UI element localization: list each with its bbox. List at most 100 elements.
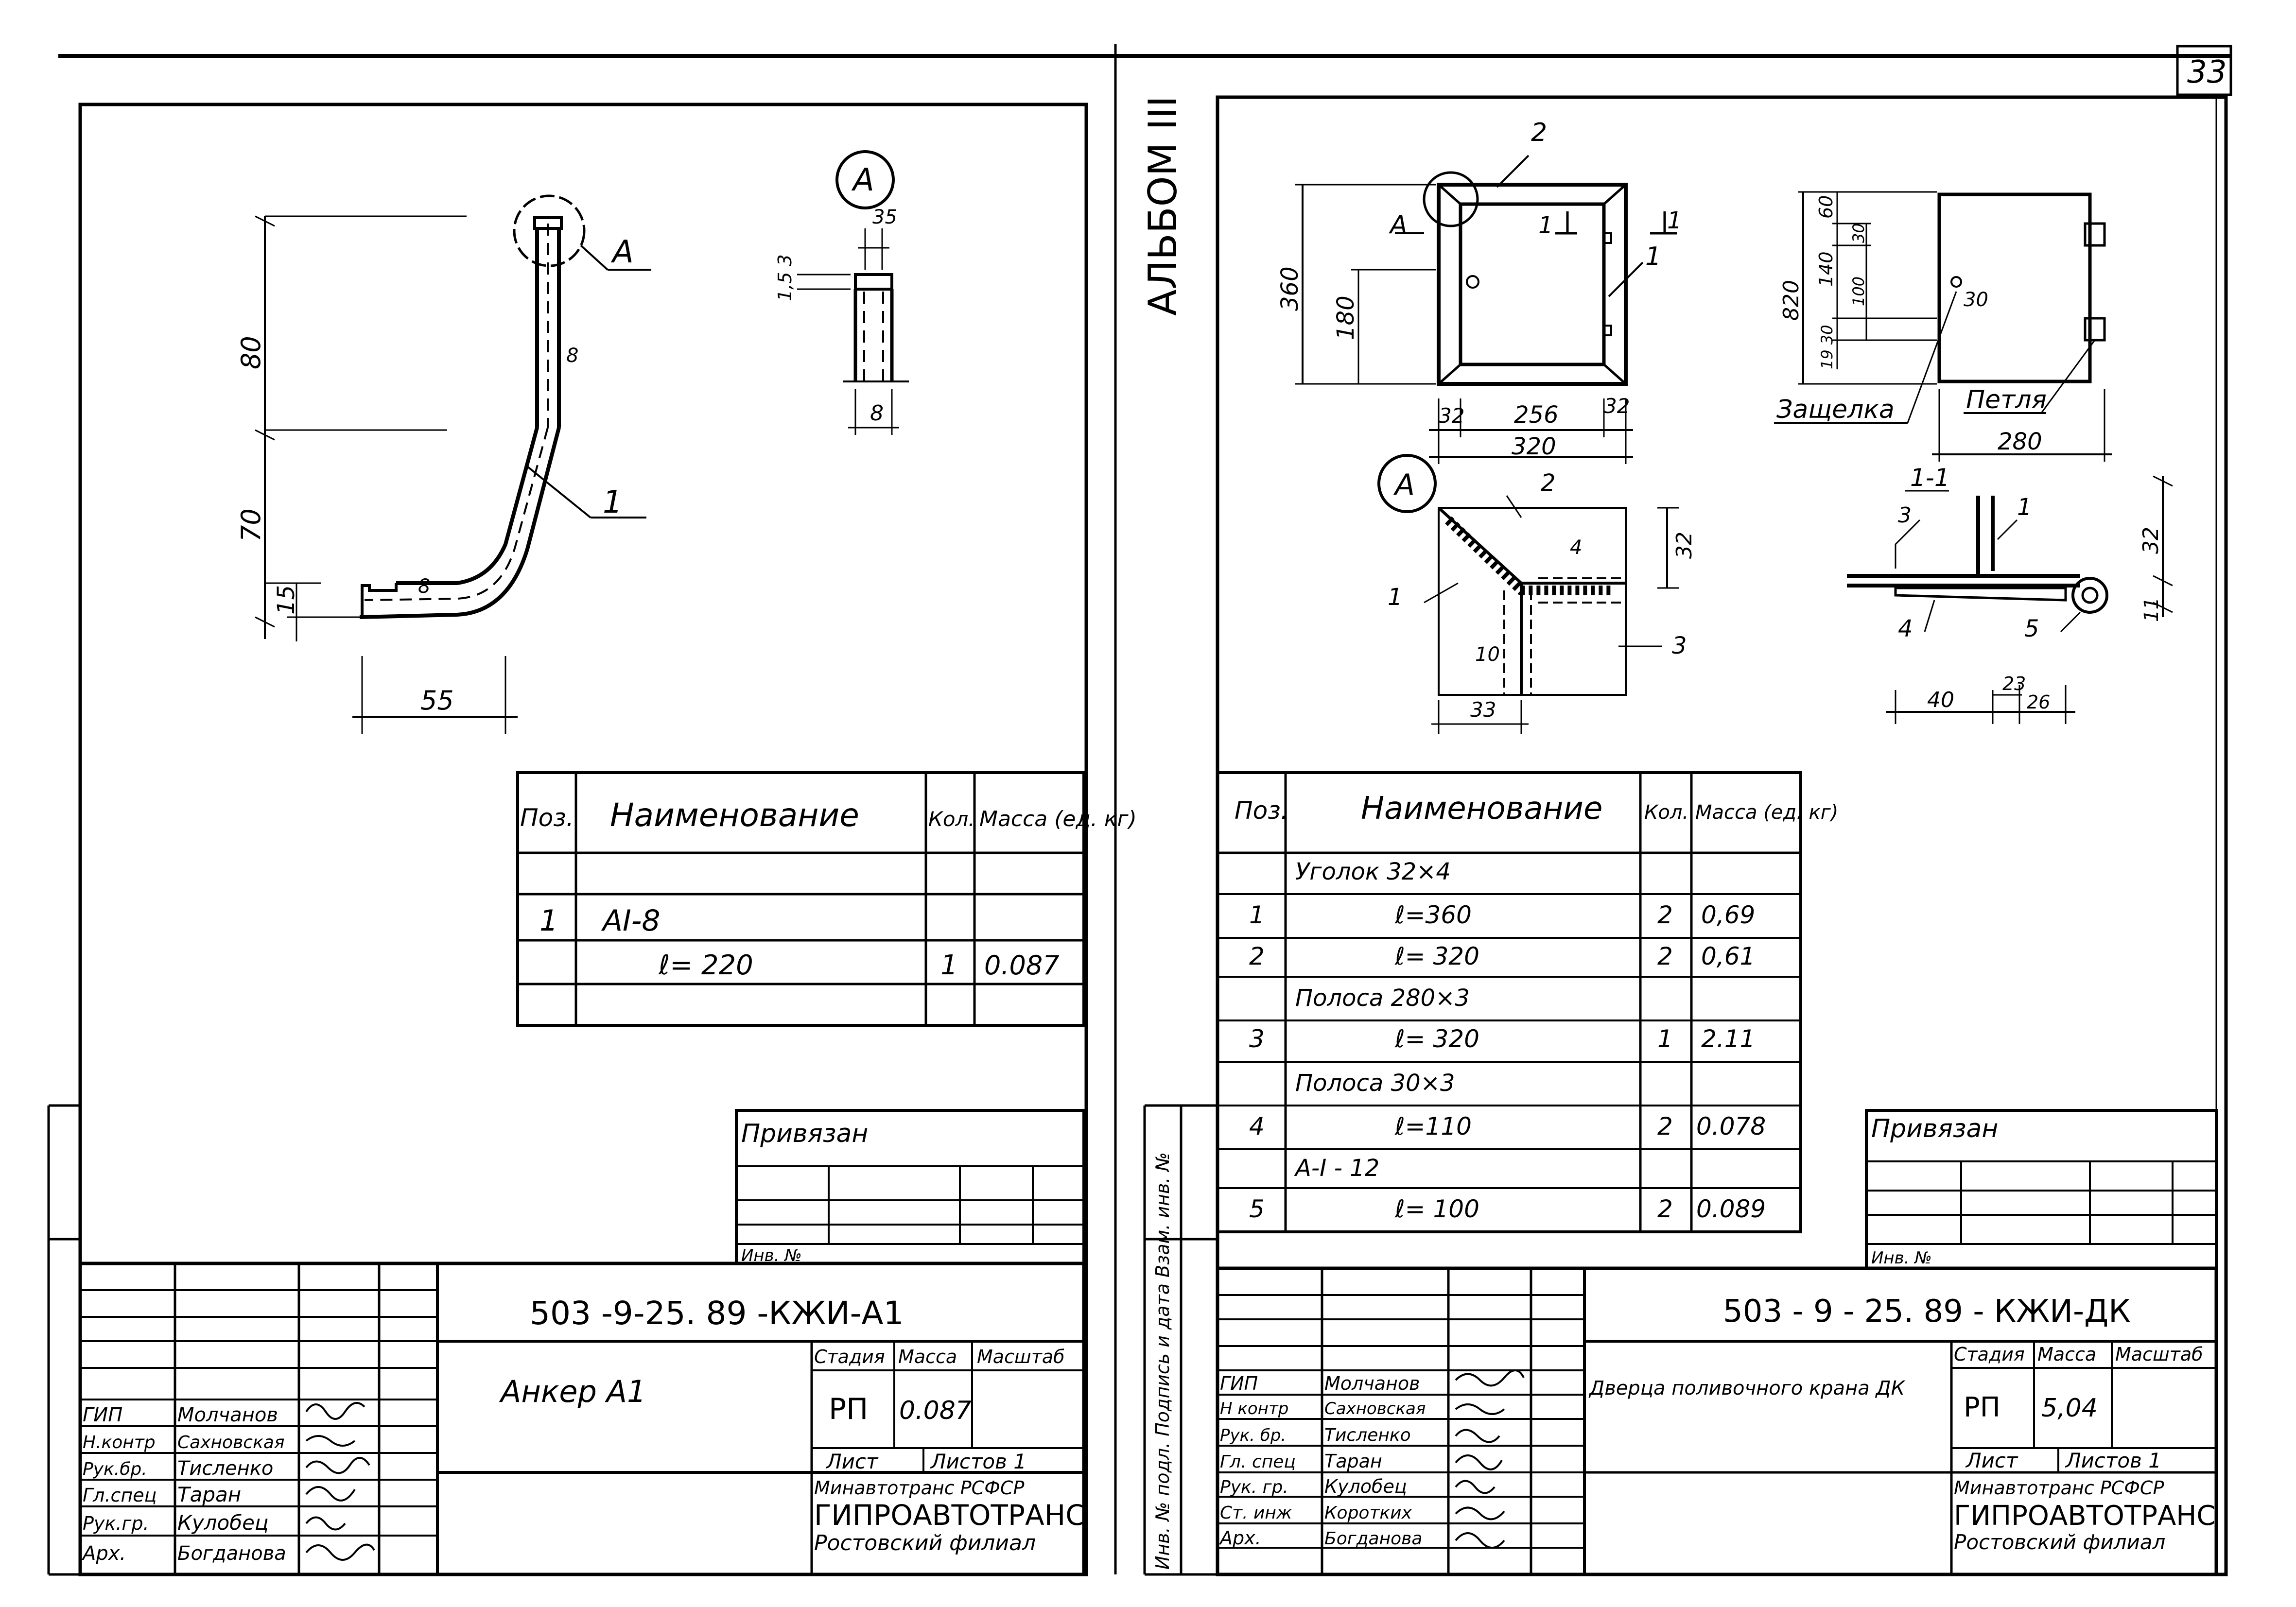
dim-30: 30 [1849,223,1868,243]
spec-header-name: Наименование [1361,791,1602,827]
left-title-block: 503 -9-25. 89 -КЖИ-А1 Анкер А1 Стадия Ма… [78,1261,1086,1576]
dim-100: 100 [1849,276,1868,306]
dim-33: 33 [1470,698,1496,722]
dim-30: 30 [1964,289,1988,311]
spec-row-pos: 4 [1249,1112,1265,1140]
detail-dim-153: 1,5 3 [774,254,796,301]
role-label: Гл. спец [1220,1452,1296,1472]
spec-row-name: Полоса 30×3 [1295,1070,1455,1097]
page-number: 33 [2187,54,2226,90]
spec-header-qty: Кол. [1644,801,1688,824]
spec-row-pos: 1 [1249,901,1265,929]
dim-40: 40 [1927,688,1954,712]
left-spec-table: Поз. Наименование Кол. Масса (ед. кг) 1 … [516,771,1137,1027]
spec-row-pos: 1 [539,904,558,938]
drawing-code: 503 -9-25. 89 -КЖИ-А1 [530,1295,904,1332]
role-label: Арх. [1218,1527,1261,1549]
right-privyazan-block: Привязан Инв. № [1865,1109,2218,1270]
spec-row-name: Полоса 280×3 [1295,985,1470,1012]
org-ministry: Минавтотранс РСФСР [1954,1477,2164,1499]
spec-header-mass: Масса (ед. кг) [1695,801,1838,824]
scale-header: Масштаб [977,1346,1065,1367]
dim-15: 15 [273,585,300,615]
label-5: 5 [2024,615,2039,642]
dim-820: 820 [1779,280,1804,321]
spec-header-pos: Поз. [1235,796,1288,825]
role-name: Сахновская [1324,1399,1426,1418]
dim-4: 4 [1570,536,1582,559]
album-label: АЛЬБОМ III [1140,96,1185,316]
section-1-1: 1-1 3 1 4 5 32 11 [1847,464,2173,724]
dim-320: 320 [1512,433,1556,460]
spec-row-pos: 5 [1249,1195,1265,1223]
drawing-code: 503 - 9 - 25. 89 - КЖИ-ДК [1723,1294,2131,1330]
stage-header: Стадия [814,1346,885,1367]
role-name: Кулобец [177,1511,269,1535]
dim-280: 280 [1998,428,2042,455]
label-1: 1 [1388,584,1403,611]
spec-row-name: ℓ= 100 [1394,1195,1479,1223]
left-privyazan-block: Привязан Инв. № [735,1109,1085,1265]
dim-19-30: 19 30 [1818,325,1836,369]
spec-row-qty: 2 [1657,1195,1673,1223]
spec-row-name: А-I - 12 [1294,1155,1379,1182]
role-name: Таран [1324,1451,1382,1472]
scale-header: Масштаб [2115,1344,2203,1365]
label-1: 1 [1645,242,1661,271]
dim-10: 10 [1475,643,1500,666]
role-label: ГИП [83,1404,122,1426]
mass-header: Масса [898,1346,957,1367]
dim-32: 32 [1672,532,1697,559]
stage-value: РП [1964,1392,2000,1423]
label-3: 3 [1672,632,1687,659]
door-side-view: 820 60 140 30 100 19 30 30 280 Защелка П… [1774,191,2112,462]
stage-value: РП [829,1392,868,1426]
spec-row-name: Уголок 32×4 [1295,858,1451,885]
role-name: Богданова [1324,1529,1422,1549]
spec-row-pos: 3 [1249,1025,1265,1053]
role-name: Таран [177,1483,241,1506]
dim-180: 180 [1332,295,1359,340]
role-label: Рук. гр. [1220,1477,1288,1497]
spec-row-qty: 2 [1657,901,1673,929]
spec-row-mass: 0.089 [1696,1195,1766,1223]
dim-140: 140 [1815,251,1837,287]
anchor-drawing: A 1 80 70 15 55 8 8 [236,194,651,734]
right-sheet: Инв. № подл. Подпись и дата Взам. инв. №… [1143,95,2228,1576]
sheets-header: Листов 1 [930,1450,1026,1473]
door-front-view: A 2 1 1 1 360 180 32 256 [1276,118,1682,464]
detail-a-callout: A [1393,468,1415,502]
section-mark: 1 [1667,207,1682,234]
spec-row-name: ℓ= 220 [658,950,753,981]
spec-row-mass: 0.087 [984,950,1060,981]
spec-row-mass: 0,69 [1701,901,1755,929]
right-title-block: 503 - 9 - 25. 89 - КЖИ-ДК Дверца поливоч… [1216,1266,2218,1576]
left-sheet: A 1 80 70 15 55 8 8 [47,103,1137,1576]
inv-label: Инв. № [1871,1248,1932,1268]
detail-dim-35: 35 [872,206,897,228]
role-name: Богданова [177,1542,286,1565]
label-latch: Защелка [1776,395,1895,424]
dim-32: 32 [1604,394,1630,418]
privyazan-label: Привязан [1871,1114,1998,1143]
spec-row-name: ℓ= 320 [1394,1025,1479,1053]
role-label: Рук. бр. [1220,1426,1286,1445]
stage-header: Стадия [1954,1344,2025,1365]
dim-80: 80 [236,336,266,369]
dim-55: 55 [420,685,454,716]
org-name: ГИПРОАВТОТРАНС [814,1499,1085,1532]
role-name: Кулобец [1324,1476,1407,1497]
org-branch: Ростовский филиал [814,1531,1036,1555]
right-spec-table: Поз. Наименование Кол. Масса (ед. кг) Уг… [1216,771,1838,1233]
dim-23: 23 [2002,673,2026,694]
dim-360: 360 [1276,266,1304,311]
spec-row-mass: 0.078 [1696,1112,1766,1140]
role-label: Рук.бр. [83,1459,147,1479]
role-label: Рук.гр. [83,1513,149,1534]
label-hinge: Петля [1966,385,2047,415]
privyazan-label: Привязан [741,1119,868,1148]
signature-marks [1455,1369,1525,1549]
role-label: Ст. инж [1220,1503,1292,1523]
dim-11: 11 [2140,597,2163,622]
